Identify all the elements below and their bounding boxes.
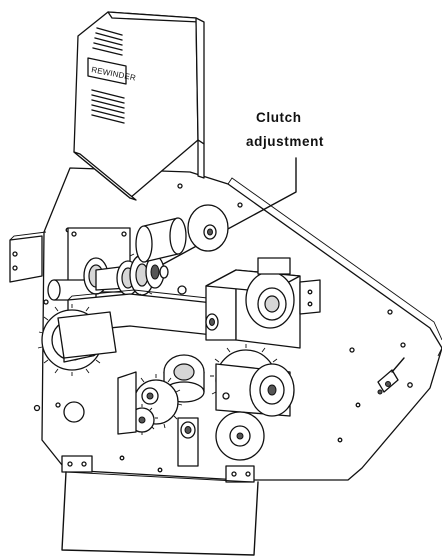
right-lower-disc	[249, 363, 295, 417]
side-bracket	[9, 231, 47, 283]
clutch-gear-stack	[116, 253, 169, 299]
housing-vents-top	[92, 27, 123, 56]
cam-follower	[177, 417, 199, 467]
housing-vents-bottom	[91, 89, 125, 124]
bottom-chute	[61, 455, 259, 556]
lower-wheel	[215, 411, 265, 461]
rewinder-label-plate	[87, 57, 127, 85]
callout-line-2: adjustment	[246, 134, 324, 149]
right-lever	[377, 357, 405, 395]
upper-disc	[187, 204, 229, 252]
right-motor-block	[205, 257, 321, 349]
callout-line-1: Clutch	[256, 110, 302, 125]
roller-cylinder	[135, 217, 187, 263]
